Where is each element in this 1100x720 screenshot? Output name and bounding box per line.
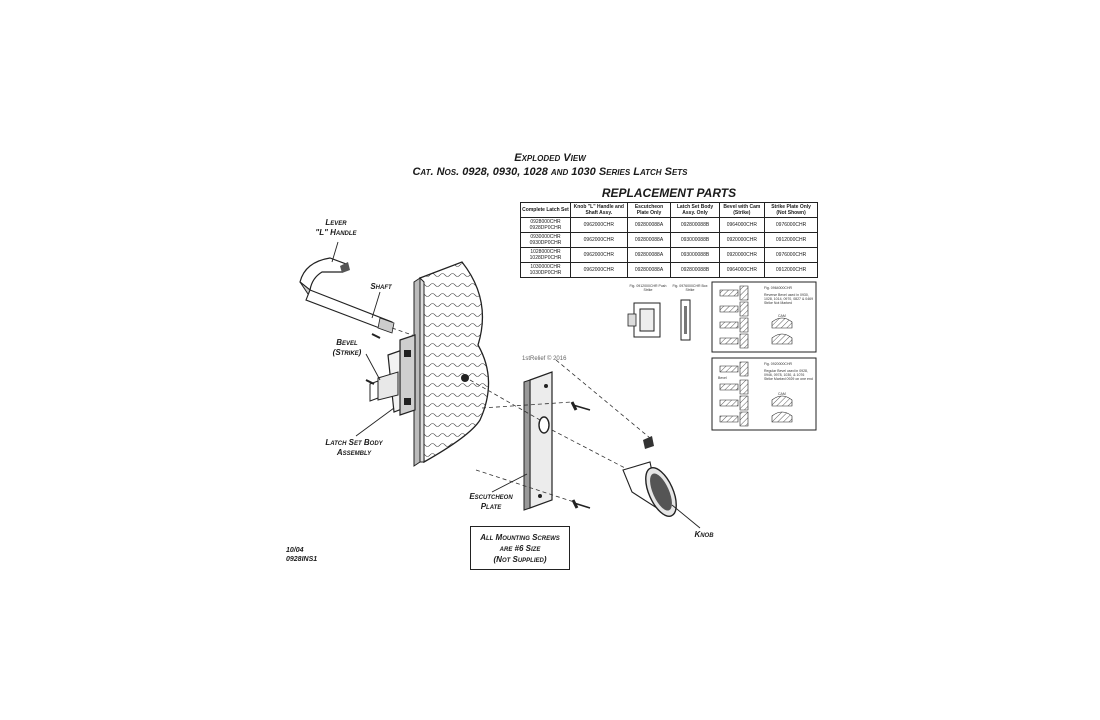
lever-handle xyxy=(299,257,350,301)
mounting-screws-note: All Mounting Screws are #6 Size (Not Sup… xyxy=(470,526,570,570)
label-lever-line1: Lever xyxy=(325,218,347,227)
label-shaft: Shaft xyxy=(370,282,392,291)
knob xyxy=(622,436,677,517)
assembly-axis-lines xyxy=(391,327,651,503)
bevel-box2-note: Regular Bevel used in 0928, 0946, 0978, … xyxy=(764,369,813,381)
note-line1: All Mounting Screws xyxy=(480,533,560,542)
bevel-figure-box-1 xyxy=(711,281,817,353)
footer-doc-number: 0928INS1 xyxy=(286,556,318,563)
table-row: 1028000CHR 1028DP0CHR 0962000CHR 0928000… xyxy=(519,247,818,263)
label-escutcheon-line2: Plate xyxy=(480,502,502,511)
shaft xyxy=(305,289,395,334)
bevel-box1-cam-label: CAM xyxy=(778,314,786,318)
label-knob: Knob xyxy=(694,530,714,539)
replacement-parts-table: Complete Latch Set Knob "L" Handle and S… xyxy=(519,202,818,278)
callout-leader-lines xyxy=(331,241,701,529)
strike-fig2-caption: Fig. 0976000CHR Box Strike xyxy=(672,284,708,292)
footer-codes: 10/04 0928INS1 xyxy=(286,546,317,564)
table-cell: 1030000CHR 1030DP0CHR xyxy=(519,262,572,278)
label-latch-body-line2: Assembly xyxy=(336,448,372,457)
latch-body-assembly xyxy=(369,334,416,416)
strike-fig1-caption: Fig. 0912000CHR Push Strike xyxy=(629,284,667,292)
bevel-figure-box-2 xyxy=(711,357,817,431)
table-cell: 0912000CHR xyxy=(764,262,818,278)
label-escutcheon-line1: Escutcheon xyxy=(469,492,513,501)
label-latch-body: Latch Set Body Assembly xyxy=(312,438,396,458)
bevel-box2-cam-label: CAM xyxy=(778,392,786,396)
mounting-screws xyxy=(570,401,591,509)
label-lever: Lever "L" Handle xyxy=(306,218,366,238)
footer-date: 10/04 xyxy=(286,547,304,554)
watermark: 1stRelief © 2016 xyxy=(522,356,567,362)
strike-figures xyxy=(627,299,691,341)
table-cell: 092800088B xyxy=(670,262,720,278)
page-subtitle: Cat. Nos. 0928, 0930, 1028 and 1030 Seri… xyxy=(412,166,688,178)
replacement-parts-title: REPLACEMENT PARTS xyxy=(601,186,737,200)
label-lever-line2: "L" Handle xyxy=(315,228,357,237)
table-row: 0930000CHR 0930DP0CHR 0962000CHR 0928000… xyxy=(519,232,818,248)
note-text: All Mounting Screws are #6 Size (Not Sup… xyxy=(471,532,569,565)
label-latch-body-line1: Latch Set Body xyxy=(325,438,383,447)
label-bevel-line2: (Strike) xyxy=(332,348,362,357)
label-bevel-line1: Bevel xyxy=(336,338,358,347)
note-line2: are #6 Size xyxy=(499,544,541,553)
table-header-row: Complete Latch Set Knob "L" Handle and S… xyxy=(519,202,818,218)
page-title: Exploded View xyxy=(514,152,586,164)
door-slab xyxy=(413,261,490,467)
table-cell: 0964000CHR xyxy=(718,262,766,278)
escutcheon-plate xyxy=(523,371,553,511)
table-row: 1030000CHR 1030DP0CHR 0962000CHR 0928000… xyxy=(519,262,818,278)
bevel-box2-title: Fig. 0920000CHR xyxy=(764,362,793,366)
set-screws xyxy=(365,333,381,385)
bevel-box1-title: Fig. 0964000CHR xyxy=(764,286,793,290)
bevel-box2-bevel-label: Bevel xyxy=(718,376,727,380)
label-escutcheon: Escutcheon Plate xyxy=(456,492,526,512)
label-bevel: Bevel (Strike) xyxy=(322,338,372,358)
note-line3: (Not Supplied) xyxy=(493,555,547,564)
bevel-box1-note: Reverse Bevel used in 0930, 1028, 1014, … xyxy=(764,293,814,305)
